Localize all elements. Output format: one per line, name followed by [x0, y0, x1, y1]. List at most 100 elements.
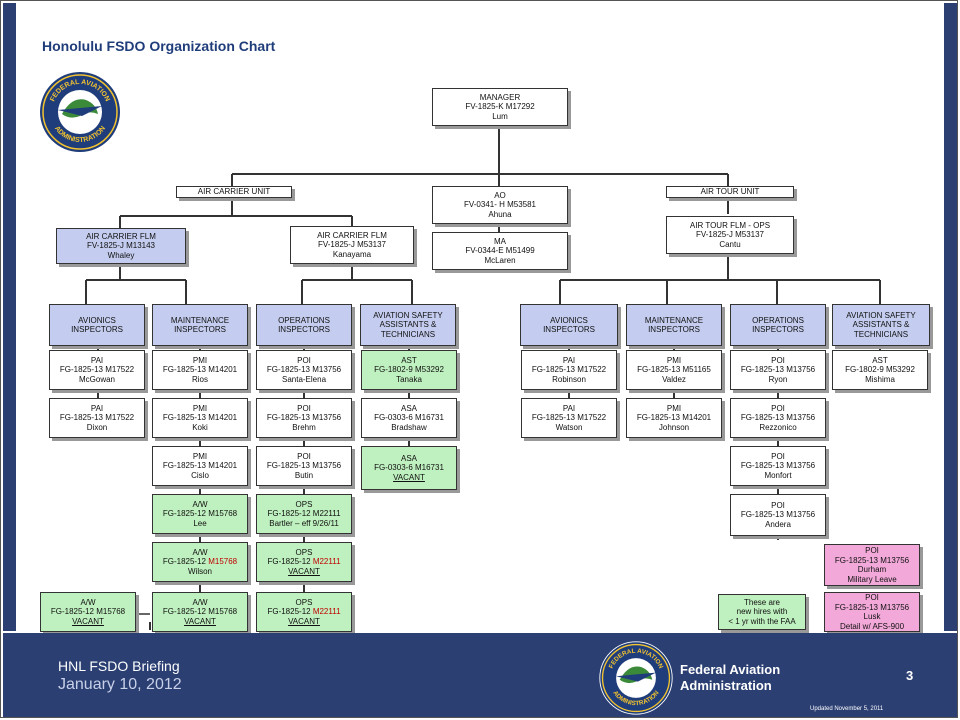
leave-position-box: POI FG-1825-13 M13756 Durham Military Le… — [824, 544, 920, 586]
flm-name: Whaley — [107, 250, 135, 260]
position-title: OPS — [295, 597, 313, 607]
position-code: FG-1825-12 — [162, 557, 209, 567]
faa-wordmark: Federal Aviation Administration — [680, 662, 780, 694]
air-tour-unit-label: AIR TOUR UNIT — [700, 187, 760, 197]
faa-logo-icon: FEDERAL AVIATION ADMINISTRATION — [599, 641, 673, 715]
position-box: AST FG-1802-9 M53292 Mishima — [832, 350, 928, 390]
position-code: FG-0303-6 M16731 — [374, 413, 444, 423]
position-title: POI — [771, 355, 785, 365]
manager-name: Lum — [492, 111, 508, 121]
position-name: VACANT — [288, 616, 320, 626]
detail-position-box: POI FG-1825-13 M13756 Lusk Detail w/ AFS… — [824, 592, 920, 632]
ma-name: McLaren — [484, 255, 516, 265]
position-name: VACANT — [184, 616, 216, 626]
air-carrier-unit-box: AIR CARRIER UNIT — [176, 186, 292, 198]
vacant-position-box: ASA FG-0303-6 M16731 VACANT — [361, 446, 457, 490]
position-name: Butin — [294, 470, 314, 480]
position-code: FG-1825-12 — [267, 557, 313, 567]
position-code: FG-1825-12 M15768 — [162, 607, 238, 617]
position-title: PAI — [562, 355, 576, 365]
header-line: OPERATIONS — [752, 315, 804, 325]
position-code: FG-1825-12 M15768 — [50, 607, 126, 617]
position-name: VACANT — [288, 566, 320, 576]
position-title: PMI — [666, 355, 682, 365]
ao-box: AO FV-0341- H M53581 Ahuna — [432, 186, 568, 224]
position-code: FG-1825-13 M17522 — [531, 413, 607, 423]
ao-title: AO — [494, 190, 506, 200]
position-code-line: FG-1825-12 M22111 — [267, 607, 340, 617]
position-box: PAI FG-1825-13 M17522 Robinson — [521, 350, 617, 390]
position-code: FG-1825-13 M13756 — [266, 413, 342, 423]
position-code: FG-1825-13 M13756 — [740, 510, 816, 520]
position-name: Dixon — [86, 422, 108, 432]
position-box: PMI FG-1825-13 M51165 Valdez — [626, 350, 722, 390]
header-line: INSPECTORS — [752, 325, 804, 334]
header-line: INSPECTORS — [174, 325, 226, 334]
position-box: POI FG-1825-13 M13756 Andera — [730, 494, 826, 536]
at-maintenance-header: MAINTENANCE INSPECTORS — [626, 304, 722, 346]
position-box: PAI FG-1825-13 M17522 McGowan — [49, 350, 145, 390]
header-line: AVIATION SAFETY — [373, 310, 443, 320]
vacant-position-box: OPS FG-1825-12 M22111 VACANT — [256, 592, 352, 632]
position-title: PAI — [90, 355, 104, 365]
position-box: POI FG-1825-13 M13756 Santa-Elena — [256, 350, 352, 390]
position-box: PAI FG-1825-13 M17522 Watson — [521, 398, 617, 438]
position-box: PMI FG-1825-13 M14201 Koki — [152, 398, 248, 438]
position-title: A/W — [192, 499, 208, 509]
vacant-position-box: A/W FG-1825-12 M15768 VACANT — [40, 592, 136, 632]
vacant-position-box: A/W FG-1825-12 M15768 VACANT — [152, 592, 248, 632]
page-title: Honolulu FSDO Organization Chart — [42, 38, 276, 54]
position-code: FG-1825-13 M51165 — [637, 365, 711, 375]
flm-code: FV-1825-J M53137 — [695, 230, 765, 240]
position-title: POI — [297, 403, 311, 413]
ma-code: FV-0344-E M51499 — [465, 246, 535, 256]
position-title: AST — [872, 355, 888, 365]
position-code: FG-1825-13 M17522 — [59, 413, 135, 423]
position-title: A/W — [80, 597, 96, 607]
position-code-line: FG-1825-12 M15768 — [163, 557, 237, 567]
ac-avionics-header: AVIONICS INSPECTORS — [49, 304, 145, 346]
position-name: Lusk — [863, 612, 881, 621]
position-name: Bradshaw — [391, 422, 427, 432]
position-title: PMI — [192, 355, 208, 365]
position-box: ASA FG-0303-6 M16731 Bradshaw — [361, 398, 457, 438]
position-name: VACANT — [393, 472, 425, 482]
position-box: PMI FG-1825-13 M14201 Johnson — [626, 398, 722, 438]
position-code-line: FG-1825-12 M22111 — [267, 557, 340, 567]
new-hire-position-box: OPS FG-1825-12 M22111 Bartler – eff 9/26… — [256, 494, 352, 534]
position-title: ASA — [400, 453, 417, 463]
wordmark-line: Federal Aviation — [680, 662, 781, 677]
position-title: POI — [771, 500, 785, 510]
flm-name: Cantu — [719, 239, 741, 249]
position-status: Military Leave — [847, 574, 897, 584]
position-name: Andera — [765, 519, 791, 529]
position-title: OPS — [295, 547, 313, 557]
new-hire-position-box: A/W FG-1825-12 M15768 Wilson — [152, 542, 248, 582]
position-name: Brehm — [292, 422, 316, 432]
position-name: Valdez — [662, 374, 686, 384]
position-title: PMI — [192, 451, 208, 461]
position-name: Mishima — [865, 374, 895, 384]
header-line: MAINTENANCE — [644, 315, 704, 325]
header-line: INSPECTORS — [71, 325, 123, 334]
flm-title: AIR TOUR FLM - OPS — [689, 220, 771, 230]
position-name: Koki — [192, 422, 208, 432]
header-line: AVIONICS — [78, 315, 116, 325]
position-status: Detail w/ AFS-900 — [839, 621, 905, 631]
flm-code: FV-1825-J M13143 — [86, 241, 156, 251]
position-box: POI FG-1825-13 M13756 Brehm — [256, 398, 352, 438]
position-code: FG-1825-13 M17522 — [531, 365, 607, 375]
header-line: TECHNICIANS — [380, 329, 436, 339]
legend-line: new hires with — [736, 607, 788, 617]
at-avionics-header: AVIONICS INSPECTORS — [520, 304, 618, 346]
position-code: FG-1802-9 M53292 — [374, 365, 444, 375]
position-name: Ryon — [768, 374, 788, 384]
flm-code: FV-1825-J M53137 — [317, 240, 387, 250]
flm-title: AIR CARRIER FLM — [86, 231, 156, 241]
new-hire-position-box: A/W FG-1825-12 M15768 Lee — [152, 494, 248, 534]
header-line: AVIONICS — [550, 315, 588, 325]
briefing-title: HNL FSDO Briefing — [58, 658, 180, 674]
position-title: OPS — [295, 499, 313, 509]
position-title: A/W — [192, 597, 208, 607]
header-line: TECHNICIANS — [853, 329, 909, 339]
